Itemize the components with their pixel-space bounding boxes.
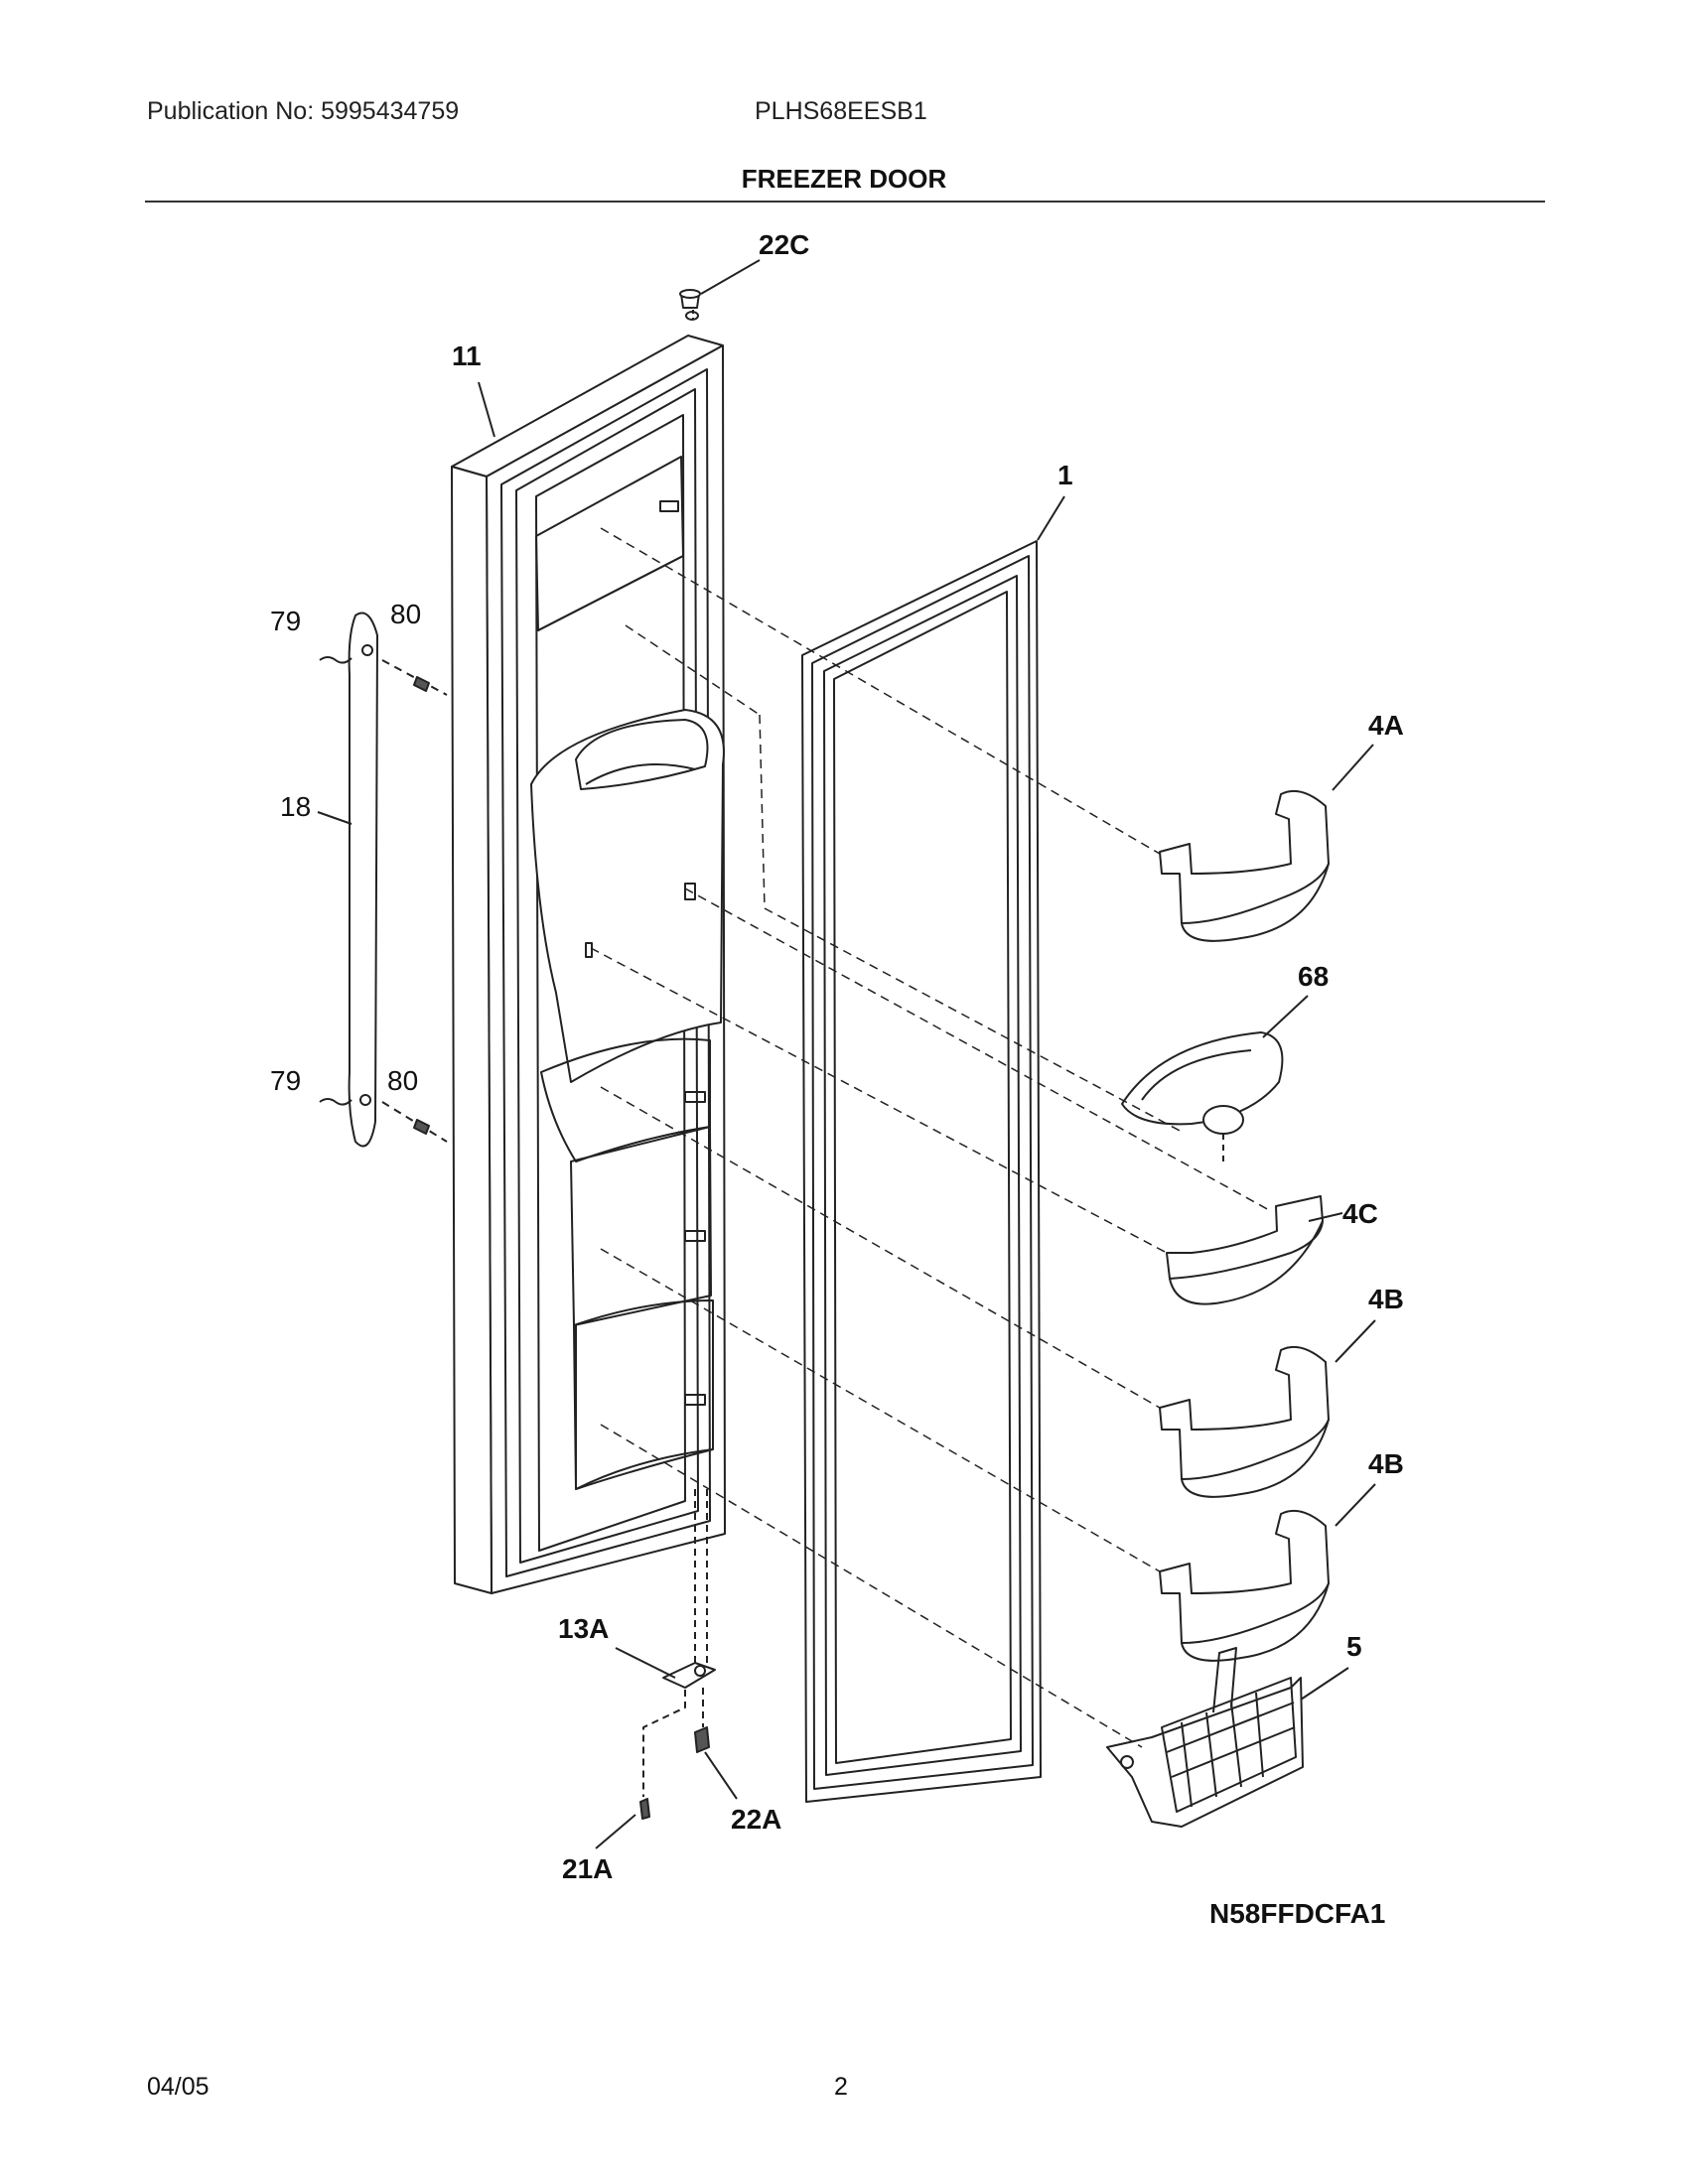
label-18: 18 — [280, 791, 311, 822]
shelf-4c — [1166, 1195, 1324, 1305]
shelf-4b-lower — [1159, 1510, 1330, 1662]
part-22c-cap — [679, 289, 701, 320]
label-21a: 21A — [562, 1853, 613, 1884]
model-number: PLHS68EESB1 — [755, 97, 927, 125]
publication-number: Publication No: 5995434759 — [147, 97, 460, 125]
ice-cup-68 — [1121, 1031, 1284, 1166]
label-11: 11 — [452, 341, 482, 371]
label-68: 68 — [1298, 961, 1329, 992]
label-79-top: 79 — [270, 606, 301, 636]
label-4b-lower: 4B — [1368, 1448, 1404, 1479]
page-number: 2 — [834, 2073, 848, 2101]
label-1: 1 — [1057, 460, 1073, 490]
shelf-4a — [1159, 790, 1330, 942]
label-13a: 13A — [558, 1613, 609, 1644]
label-22a: 22A — [731, 1804, 781, 1835]
diagram-code: N58FFDCFA1 — [1209, 1898, 1386, 1929]
door-handle — [319, 612, 448, 1148]
leader-lines — [317, 259, 1376, 1849]
label-80-top: 80 — [390, 599, 421, 629]
header-rule — [145, 201, 1545, 203]
label-79-bottom: 79 — [270, 1065, 301, 1096]
label-5: 5 — [1346, 1631, 1362, 1662]
footer-date: 04/05 — [147, 2073, 210, 2101]
wire-basket-5 — [1106, 1647, 1304, 1828]
label-4b-upper: 4B — [1368, 1284, 1404, 1314]
door-assembly — [451, 311, 726, 1594]
hinge-parts — [639, 1489, 716, 1820]
shelf-4b-upper — [1159, 1346, 1330, 1498]
projection-lines — [590, 527, 1272, 1748]
label-4a: 4A — [1368, 710, 1404, 741]
door-gasket — [801, 540, 1042, 1803]
label-80-bottom: 80 — [387, 1065, 418, 1096]
label-22c: 22C — [759, 229, 809, 260]
label-4c: 4C — [1342, 1198, 1378, 1229]
page-title: FREEZER DOOR — [741, 164, 947, 194]
